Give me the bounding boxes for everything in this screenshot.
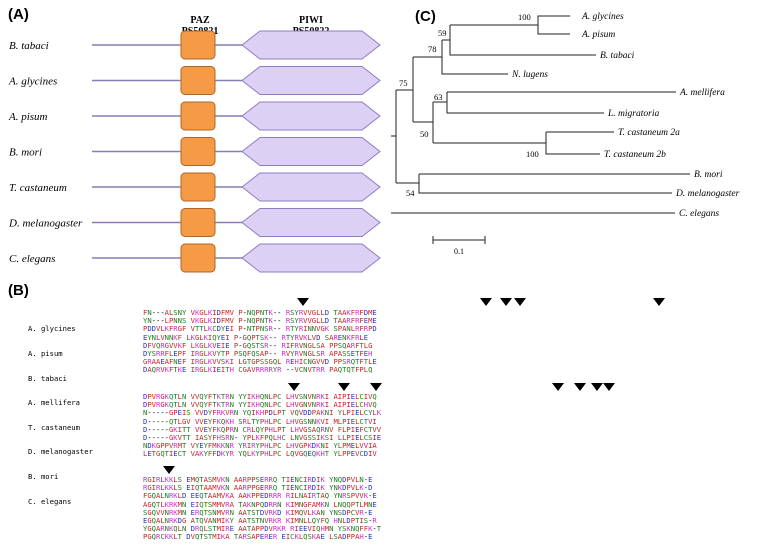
taxon-label: T. castaneum 2b	[604, 150, 666, 160]
alignment-species-name: A. pisum	[28, 349, 63, 358]
conserved-site-marker	[574, 383, 586, 391]
piwi-domain-hexagon	[241, 172, 381, 202]
paz-domain-box	[180, 137, 216, 166]
bootstrap-value: 50	[420, 129, 429, 139]
alignment-row: PGQRCKKLT DVQTSTMIKA TARSAPERER EICKLQSK…	[143, 532, 373, 542]
conserved-site-marker	[297, 298, 309, 306]
species-label: C. elegans	[9, 253, 55, 265]
piwi-domain-hexagon	[241, 30, 381, 60]
panel-b-label: (B)	[8, 282, 29, 299]
alignment-row: D-----GKITT VVEYFKQPRN CRLQYPHLPT LHVGSA…	[143, 424, 382, 434]
conserved-site-marker	[500, 298, 512, 306]
bootstrap-value: 100	[526, 149, 539, 159]
scale-bar-label: 0.1	[454, 247, 464, 256]
piwi-domain-name: PIWI	[299, 15, 323, 26]
piwi-domain-hexagon	[241, 243, 381, 273]
piwi-domain-hexagon	[241, 137, 381, 166]
alignment-row: SGQVVNRKMN ERQTSNMVRN AATSTDVRKD KIMQVLK…	[143, 507, 373, 517]
alignment-row: PDDVLKFRGF VTTLKCDYEI P-NTPNSR-- RTYRINN…	[143, 324, 377, 334]
paz-domain-box	[180, 30, 216, 60]
bootstrap-value: 59	[438, 28, 447, 38]
alignment-row: RGIRLKKLS EMQTASMVKN AARPPSERRQ TIENCIRD…	[143, 475, 373, 484]
panel-c-phylogenetic-tree: A. glycines A. pisum B. tabaci N. lugens…	[391, 12, 740, 256]
paz-domain-name: PAZ	[190, 15, 210, 26]
paz-domain-box	[180, 172, 216, 202]
piwi-domain-hexagon	[241, 66, 381, 95]
taxon-label: B. mori	[694, 170, 723, 180]
alignment-block-2: DPVRGKQTLN VVQYFTKTRN YYIKHQNLPC LHVSNVN…	[143, 392, 382, 459]
taxon-label: C. elegans	[679, 209, 719, 219]
conserved-site-marker	[514, 298, 526, 306]
alignment-species-name: B. mori	[28, 471, 59, 481]
conserved-site-marker	[163, 466, 175, 474]
piwi-domain-hexagon	[241, 101, 381, 131]
alignment-row: FN---ALSNY VKGLKIDFMV P-NQPNTK-- RSYRVVG…	[143, 308, 377, 317]
species-label: B. tabaci	[9, 40, 49, 52]
alignment-species-name: D. melanogaster	[28, 447, 93, 457]
bootstrap-value: 100	[518, 12, 531, 22]
species-label: B. mori	[9, 147, 42, 159]
alignment-row: D-----QTLGV VVEYFKQKH SRLTYPHLPC LHVGSNN…	[143, 416, 377, 426]
alignment-row: RGIRLKKLS EIQTAAMVKN AARPPGERRQ TIENCIRD…	[143, 483, 373, 493]
alignment-row: YGQARNKQLN DRQLSTMIRE AATAPPDVRKR RIEEVI…	[143, 524, 382, 534]
paz-domain-box	[180, 243, 216, 273]
alignment-species-name: A. glycines	[28, 324, 76, 334]
species-label: A. glycines	[8, 76, 57, 88]
alignment-row: LETGQTIECT VAKYFFDKYR YQLKYPHLPC LQVGQEQ…	[143, 449, 377, 459]
taxon-label: N. lugens	[511, 70, 548, 80]
alignment-species-name: B. tabaci	[28, 373, 67, 383]
alignment-block-3: RGIRLKKLS EMQTASMVKN AARPPSERRQ TIENCIRD…	[143, 475, 382, 542]
alignment-row: DFVQRGVVKF LKGLKVEIE P-GQSTSR-- RIFRVNGL…	[143, 340, 373, 350]
conserved-site-marker	[288, 383, 300, 391]
piwi-domain-hexagon	[241, 208, 381, 237]
conserved-site-marker	[480, 298, 492, 306]
alignment-row: EYNLVNNKF LKGLKIQYEI P-GQPTSK-- RTYRVKLV…	[143, 332, 369, 342]
taxon-label: A. mellifera	[679, 87, 725, 98]
panel-a-label: (A)	[8, 6, 29, 23]
species-label: T. castaneum	[9, 182, 67, 194]
alignment-row: DYSRRFLEPF IRGLKVYTP PSQFQSAP-- RVYRVNGL…	[143, 348, 373, 358]
alignment-row: GRAAEAFNEF IRGLKVVSKI LGTGPSSGQL REHICNG…	[143, 357, 377, 367]
taxon-label: A. pisum	[581, 30, 615, 40]
alignment-row: FGQALNRKLD EEQTAAMVKA AAKPPEDRRR RILNAIR…	[143, 491, 377, 501]
alignment-row: NDKGPPVRMT VYEYFMKKNR YRIRYPHLPC LHVGPKD…	[143, 441, 377, 451]
bootstrap-value: 54	[406, 188, 415, 198]
alignment-species-name: A. mellifera	[28, 398, 80, 408]
bootstrap-value: 75	[399, 78, 408, 88]
paz-domain-box	[180, 208, 216, 237]
panel-c-label: (C)	[415, 8, 436, 25]
taxon-label: L. migratoria	[607, 109, 659, 119]
taxon-label: D. melanogaster	[675, 189, 740, 199]
bootstrap-value: 63	[434, 92, 443, 102]
alignment-row: DAQRVKFTKE IRGLKIEITH CGAVRRRRYR --VCNVT…	[143, 365, 373, 375]
taxon-label: A. glycines	[581, 12, 624, 22]
alignment-row: YN---LPNNS VKGLKIDFMV P-NQPNTK-- RSYRVVG…	[143, 316, 377, 326]
alignment-row: DPVRGKQTLN VVQYFTKTRN YYIKHQNLPC LHVGNVN…	[143, 400, 377, 410]
conserved-site-marker	[591, 383, 603, 391]
paz-domain-box	[180, 101, 216, 131]
alignment-row: D-----GKVTT IASYFHSRN- YPLKFPQLHC LNVGSS…	[143, 432, 382, 442]
alignment-species-name: T. castaneum	[28, 422, 80, 432]
conserved-site-marker	[338, 383, 350, 391]
taxon-label: B. tabaci	[600, 51, 635, 61]
bootstrap-value: 78	[428, 44, 437, 54]
conserved-site-marker	[653, 298, 665, 306]
alignment-block-1: FN---ALSNY VKGLKIDFMV P-NQPNTK-- RSYRVVG…	[143, 308, 377, 375]
conserved-site-marker	[370, 383, 382, 391]
conserved-site-marker	[603, 383, 615, 391]
alignment-row: EGQALNRKDG ATQVANMIKY AATSTNVRKR KIMNLLQ…	[143, 515, 377, 525]
alignment-row: AGQTLKRKMN EIQTSMMVRA TAKNPQDRRN KIMNGFA…	[143, 499, 377, 509]
alignment-species-names: A. glycines A. pisum B. tabaci A. mellif…	[28, 309, 93, 514]
species-label: A. pisum	[8, 111, 48, 123]
species-label: D. melanogaster	[8, 218, 83, 230]
paz-domain-box	[180, 66, 216, 95]
conserved-site-marker	[552, 383, 564, 391]
alignment-row: DPVRGKQTLN VVQYFTKTRN YYIKHQNLPC LHVSNVN…	[143, 392, 377, 401]
alignment-species-name: C. elegans	[28, 496, 72, 506]
taxon-label: T. castaneum 2a	[618, 128, 680, 138]
alignment-row: N-----GPEIS VVDYFRKVRN YQIKHPDLPT VQVDDP…	[143, 408, 382, 418]
